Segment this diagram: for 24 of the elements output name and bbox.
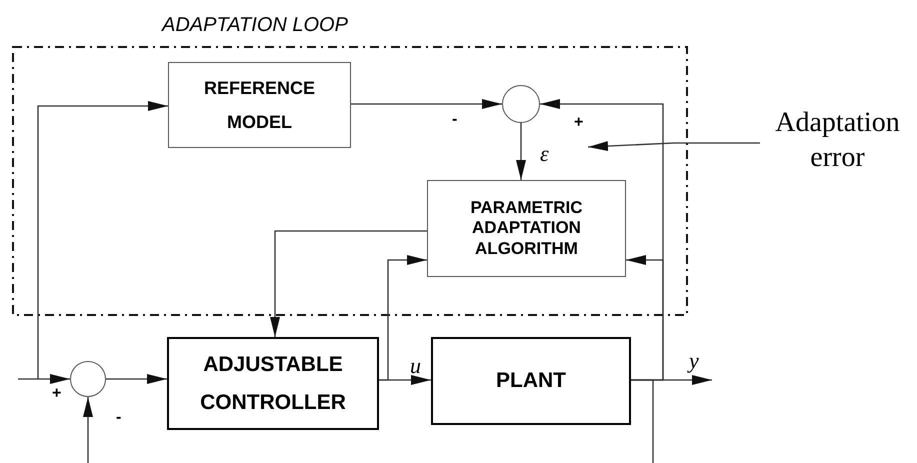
arrow — [37, 101, 168, 379]
process-box: PARAMETRIC ADAPTATION ALGORITHM — [427, 180, 626, 277]
sign-label: - — [452, 112, 458, 128]
arrow — [351, 99, 502, 109]
edge-label: ε — [540, 143, 549, 165]
edge-label: u — [410, 355, 421, 377]
process-box: ADJUSTABLE CONTROLLER — [167, 337, 379, 430]
arrow — [516, 123, 526, 180]
summing-junction — [70, 361, 106, 397]
edge-label: y — [689, 350, 699, 372]
summing-junction — [502, 85, 540, 123]
group-heading: ADAPTATION LOOP — [162, 13, 348, 38]
process-box: PLANT — [431, 337, 631, 425]
leader-line — [588, 141, 760, 152]
arrow — [379, 375, 431, 385]
sign-label: - — [116, 410, 122, 426]
arrow — [106, 374, 167, 384]
arrow — [626, 255, 664, 381]
process-box: REFERENCE MODEL — [168, 62, 351, 148]
arrow — [83, 397, 93, 463]
sign-label: + — [52, 386, 62, 402]
sign-label: + — [574, 115, 584, 131]
arrow — [18, 374, 70, 384]
arrow — [270, 230, 427, 337]
